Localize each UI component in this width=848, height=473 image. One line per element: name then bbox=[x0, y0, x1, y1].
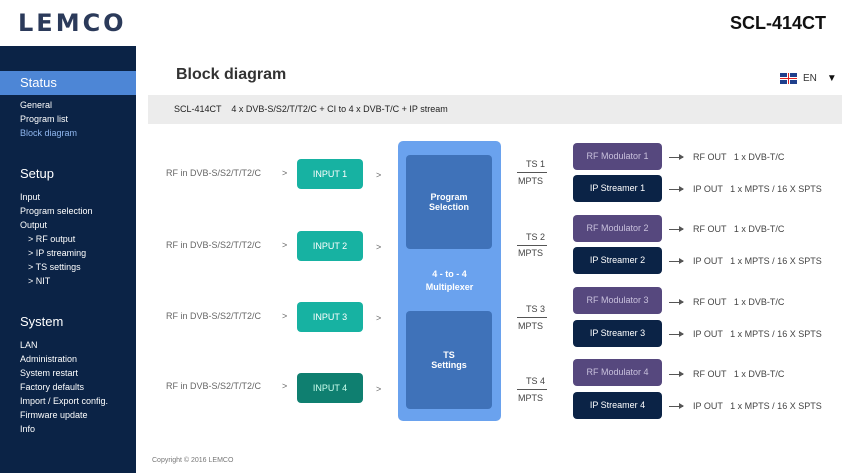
ts-3-line bbox=[517, 317, 547, 318]
sidebar-item-info[interactable]: Info bbox=[20, 424, 36, 434]
input-label-2: RF in DVB-S/S2/T/T2/C bbox=[166, 240, 262, 250]
triangle-down-icon[interactable]: ▼ bbox=[826, 73, 837, 84]
arrow-3a: > bbox=[282, 311, 288, 321]
sidebar-section-setup[interactable]: Setup bbox=[20, 166, 54, 181]
rf-out-3-arrow bbox=[669, 299, 684, 305]
ip-out-4-arrow bbox=[669, 403, 684, 409]
sidebar-item-output[interactable]: Output bbox=[20, 220, 48, 230]
mpts-2-label: MPTS bbox=[518, 248, 544, 258]
sidebar-item-ts-settings[interactable]: > TS settings bbox=[28, 262, 81, 272]
sidebar-item-import-export[interactable]: Import / Export config. bbox=[20, 396, 109, 406]
device-model-title: SCL-414CT bbox=[729, 13, 826, 33]
rf-modulator-4[interactable]: RF Modulator 4 bbox=[573, 359, 662, 386]
sidebar-item-ip-streaming[interactable]: > IP streaming bbox=[28, 248, 87, 258]
rf-out-4-label: RF OUT 1 x DVB-T/C bbox=[693, 369, 785, 379]
sidebar: Status General Program list Block diagra… bbox=[0, 46, 136, 473]
ts-4-label: TS 4 bbox=[526, 376, 546, 386]
arrow-1b: > bbox=[376, 170, 382, 180]
ip-streamer-3[interactable]: IP Streamer 3 bbox=[573, 320, 662, 347]
rf-out-2-label: RF OUT 1 x DVB-T/C bbox=[693, 224, 785, 234]
lemco-logo: LEMCO bbox=[18, 9, 127, 37]
sidebar-item-nit[interactable]: > NIT bbox=[28, 276, 51, 286]
ts-settings-block[interactable]: TS Settings bbox=[406, 311, 492, 409]
page-title: Block diagram bbox=[176, 66, 287, 83]
ts-3-label: TS 3 bbox=[526, 304, 546, 314]
sidebar-item-system-restart[interactable]: System restart bbox=[20, 368, 79, 378]
rf-modulator-3[interactable]: RF Modulator 3 bbox=[573, 287, 662, 314]
device-description-bar: SCL-414CT 4 x DVB-S/S2/T/T2/C + CI to 4 … bbox=[148, 95, 842, 124]
rf-modulator-2[interactable]: RF Modulator 2 bbox=[573, 215, 662, 242]
ts-4-line bbox=[517, 389, 547, 390]
ts-2-line bbox=[517, 245, 547, 246]
sidebar-item-input[interactable]: Input bbox=[20, 192, 41, 202]
sidebar-item-administration[interactable]: Administration bbox=[20, 354, 78, 364]
ip-out-3-arrow bbox=[669, 331, 684, 337]
ip-out-4-label: IP OUT 1 x MPTS / 16 X SPTS bbox=[693, 401, 822, 411]
rf-out-1-arrow bbox=[669, 154, 684, 160]
subtitle-description: 4 x DVB-S/S2/T/T2/C + CI to 4 x DVB-T/C … bbox=[231, 104, 448, 114]
sidebar-item-lan[interactable]: LAN bbox=[20, 340, 38, 350]
ip-out-1-label: IP OUT 1 x MPTS / 16 X SPTS bbox=[693, 184, 822, 194]
mpts-4-label: MPTS bbox=[518, 393, 544, 403]
rf-out-1-label: RF OUT 1 x DVB-T/C bbox=[693, 152, 785, 162]
language-label: EN bbox=[803, 73, 817, 84]
top-bar: LEMCO SCL-414CT bbox=[0, 0, 848, 46]
arrow-1a: > bbox=[282, 168, 288, 178]
input-1-box[interactable]: INPUT 1 bbox=[297, 159, 363, 189]
program-selection-block[interactable]: Program Selection bbox=[406, 155, 492, 249]
sidebar-item-block-diagram[interactable]: Block diagram bbox=[20, 128, 78, 138]
ip-streamer-1[interactable]: IP Streamer 1 bbox=[573, 175, 662, 202]
sidebar-item-general[interactable]: General bbox=[20, 100, 53, 110]
arrow-4b: > bbox=[376, 384, 382, 394]
ip-out-2-label: IP OUT 1 x MPTS / 16 X SPTS bbox=[693, 256, 822, 266]
sidebar-item-program-selection[interactable]: Program selection bbox=[20, 206, 93, 216]
rf-out-3-label: RF OUT 1 x DVB-T/C bbox=[693, 297, 785, 307]
input-3-box[interactable]: INPUT 3 bbox=[297, 302, 363, 332]
arrow-3b: > bbox=[376, 313, 382, 323]
input-label-1: RF in DVB-S/S2/T/T2/C bbox=[166, 168, 262, 178]
sidebar-item-program-list[interactable]: Program list bbox=[20, 114, 69, 124]
rf-out-2-arrow bbox=[669, 226, 684, 232]
input-label-4: RF in DVB-S/S2/T/T2/C bbox=[166, 381, 262, 391]
sidebar-section-system[interactable]: System bbox=[20, 314, 64, 329]
arrow-2a: > bbox=[282, 240, 288, 250]
ip-out-2-arrow bbox=[669, 258, 684, 264]
arrow-2b: > bbox=[376, 242, 382, 252]
input-4-box[interactable]: INPUT 4 bbox=[297, 373, 363, 403]
input-2-box[interactable]: INPUT 2 bbox=[297, 231, 363, 261]
sidebar-item-rf-output[interactable]: > RF output bbox=[28, 234, 76, 244]
ts-1-line bbox=[517, 172, 547, 173]
ip-out-3-label: IP OUT 1 x MPTS / 16 X SPTS bbox=[693, 329, 822, 339]
mpts-3-label: MPTS bbox=[518, 321, 544, 331]
arrow-4a: > bbox=[282, 381, 288, 391]
rf-modulator-1[interactable]: RF Modulator 1 bbox=[573, 143, 662, 170]
sidebar-section-status[interactable]: Status bbox=[0, 71, 136, 95]
ts-1-label: TS 1 bbox=[526, 159, 546, 169]
uk-flag-icon bbox=[780, 73, 797, 84]
ip-streamer-2[interactable]: IP Streamer 2 bbox=[573, 247, 662, 274]
language-selector[interactable]: EN ▼ bbox=[780, 73, 837, 84]
subtitle-model: SCL-414CT bbox=[174, 104, 222, 114]
ip-streamer-4[interactable]: IP Streamer 4 bbox=[573, 392, 662, 419]
ts-2-label: TS 2 bbox=[526, 232, 546, 242]
sidebar-item-firmware-update[interactable]: Firmware update bbox=[20, 410, 88, 420]
sidebar-item-factory-defaults[interactable]: Factory defaults bbox=[20, 382, 85, 392]
rf-out-4-arrow bbox=[669, 371, 684, 377]
ip-out-1-arrow bbox=[669, 186, 684, 192]
copyright-text: Copyright © 2016 LEMCO bbox=[152, 457, 234, 464]
mpts-1-label: MPTS bbox=[518, 176, 544, 186]
input-label-3: RF in DVB-S/S2/T/T2/C bbox=[166, 311, 262, 321]
multiplexer-label: 4 - to - 4 Multiplexer bbox=[425, 269, 474, 292]
